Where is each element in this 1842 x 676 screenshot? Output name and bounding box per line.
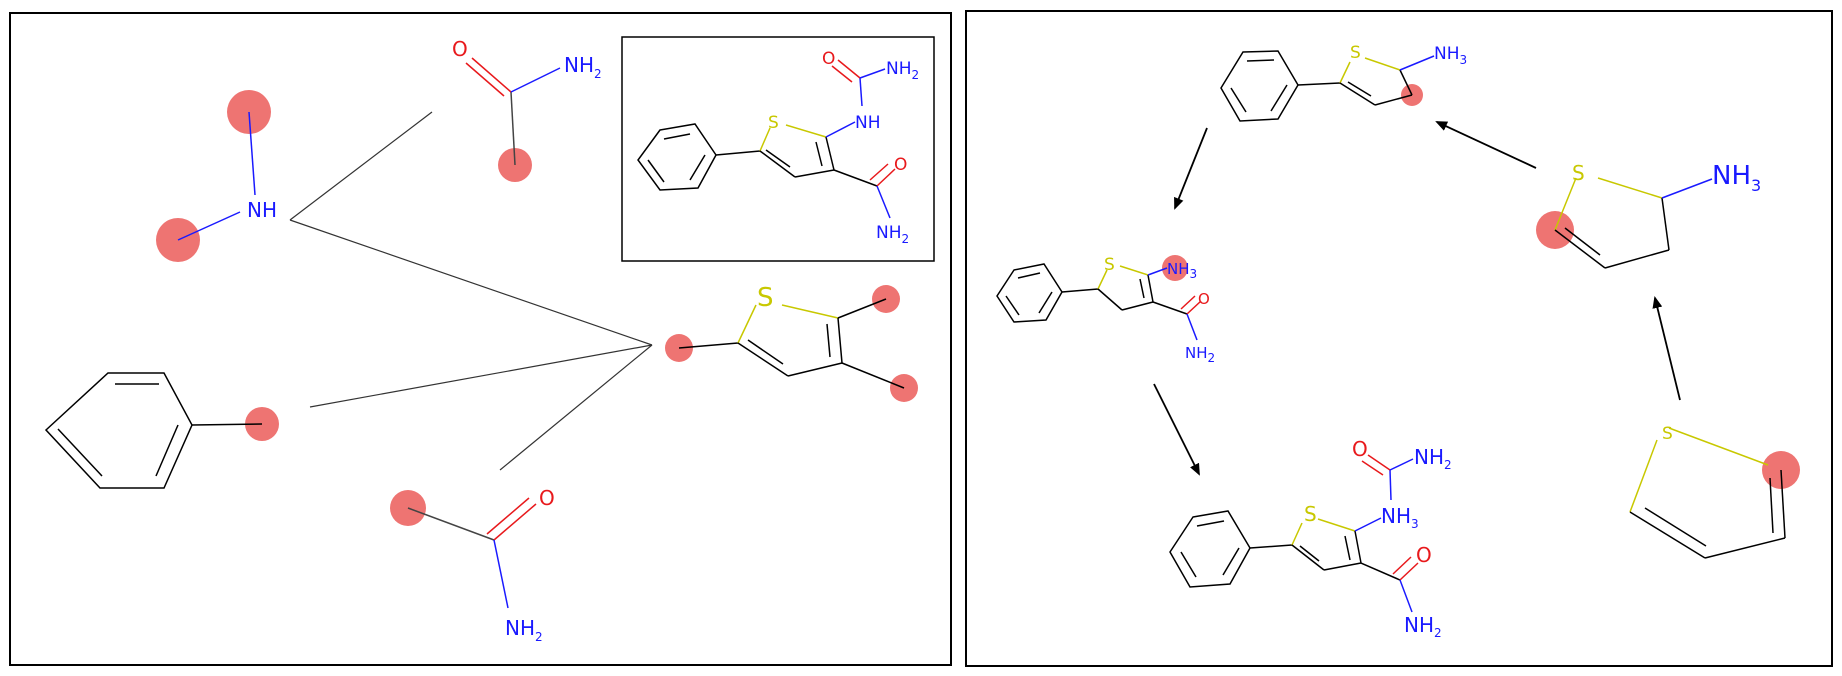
amine-label: NH2: [564, 53, 602, 81]
oxygen-label: O: [1198, 290, 1210, 308]
step-phenyl-aminothiophene: S NH3: [1220, 43, 1467, 122]
sulfur-label: S: [1350, 43, 1361, 63]
sulfur-label: S: [757, 283, 774, 313]
amine-label: NH3: [1167, 260, 1197, 281]
arrow-down-icon: [1174, 127, 1208, 210]
fragment-thiophene: S: [665, 283, 918, 402]
nh-label: NH3: [1381, 504, 1419, 531]
oxygen-label: O: [1352, 437, 1368, 461]
nh-label: NH: [247, 198, 277, 222]
fragment-connectors: [289, 111, 653, 471]
oxygen-label: O: [894, 155, 907, 175]
left-panel-frame: [9, 12, 952, 666]
oxygen-label: O: [822, 49, 835, 69]
inset-frame: [621, 36, 935, 262]
amide-amine-label: NH2: [1404, 613, 1442, 640]
oxygen-label: O: [1416, 543, 1432, 567]
step-aminothiophene: S NH3: [1536, 161, 1761, 269]
reaction-arrows: [1153, 121, 1681, 476]
fragment-amide-bottom: O NH2: [390, 486, 555, 644]
inset-product: S NH O NH2 O NH2: [621, 36, 935, 262]
oxygen-label: O: [452, 37, 468, 61]
left-panel: O NH2 NH: [9, 12, 952, 666]
right-panel: S S NH3: [965, 10, 1833, 667]
arrow-up-icon: [1652, 296, 1681, 401]
connector-phenyl: [309, 344, 653, 408]
fragment-phenyl: [44, 372, 279, 489]
sulfur-label: S: [1304, 502, 1317, 526]
oxygen-label: O: [539, 486, 555, 510]
amide-amine-label: NH2: [1185, 344, 1215, 365]
step-thiophene-start: S: [1629, 424, 1800, 559]
attachment-highlight: [1162, 255, 1188, 281]
connector-amide-top: [289, 111, 433, 221]
nh-label: NH: [855, 113, 881, 133]
amine-label: NH2: [1414, 445, 1452, 472]
arrow-left-icon: [1435, 121, 1537, 169]
connector-amide-bottom: [499, 344, 653, 471]
connector-amine: [289, 219, 653, 346]
sulfur-label: S: [768, 113, 779, 133]
step-final-product: S NH3 O NH2 O NH2: [1169, 437, 1452, 640]
amine-label: NH2: [876, 223, 909, 246]
amine-label: NH3: [1434, 44, 1467, 67]
fragment-amide-top: O NH2: [452, 37, 602, 182]
amine-label: NH2: [505, 616, 543, 644]
amine-label: NH3: [1712, 161, 1761, 195]
right-panel-frame: [965, 10, 1833, 667]
amine-label: NH2: [886, 59, 919, 82]
sulfur-label: S: [1662, 424, 1673, 444]
arrow-down-icon: [1153, 383, 1200, 476]
sulfur-label: S: [1104, 255, 1115, 275]
sulfur-label: S: [1572, 161, 1585, 185]
fragment-amine: NH: [156, 90, 277, 262]
step-carboxamide-intermediate: S NH3 O NH2: [996, 255, 1215, 365]
